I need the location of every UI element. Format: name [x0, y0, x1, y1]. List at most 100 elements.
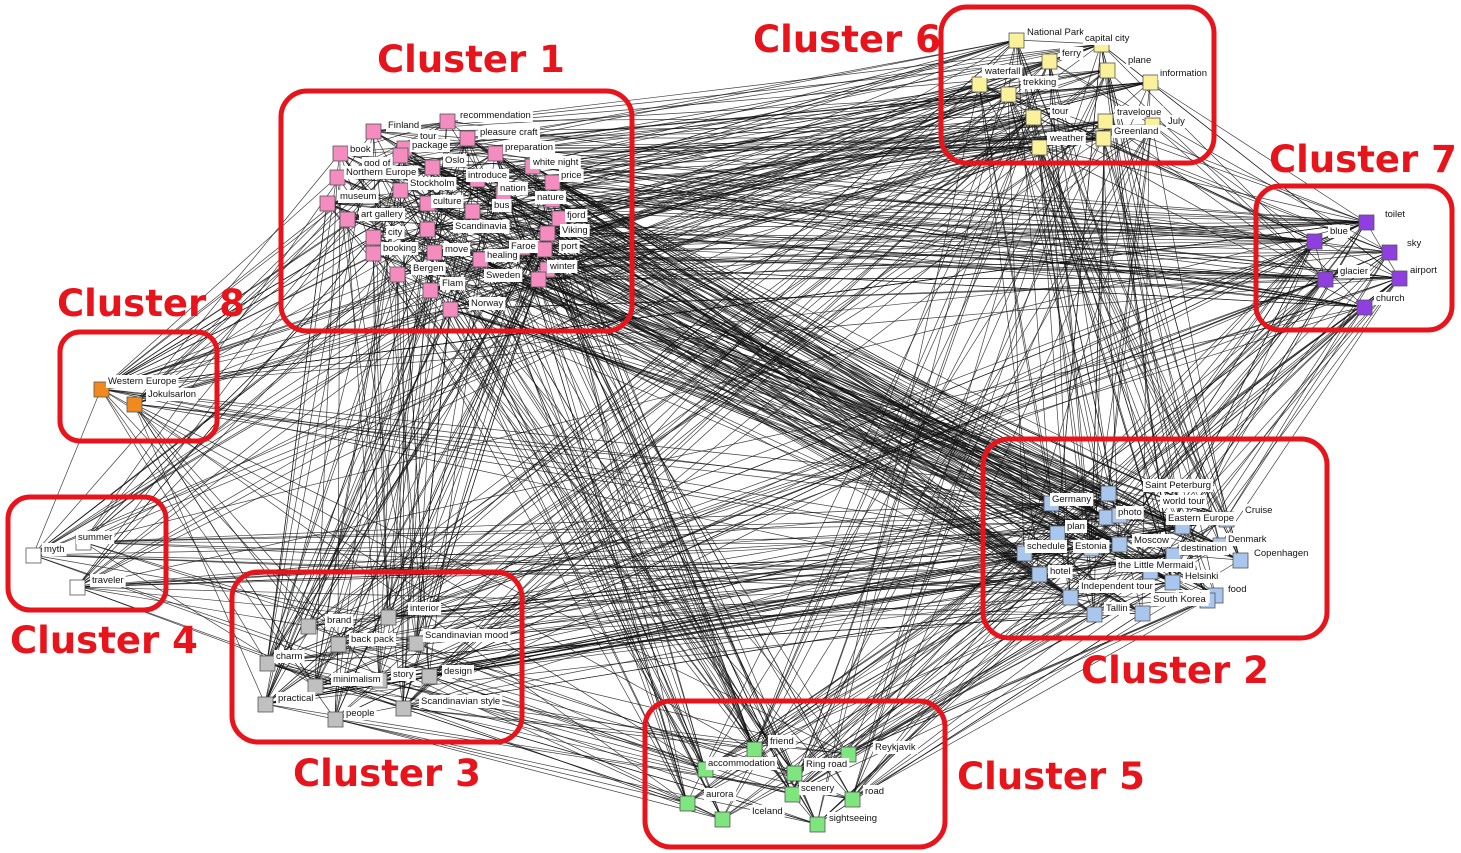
- network-edge: [793, 596, 1071, 774]
- node-marker: [530, 271, 547, 288]
- network-edge: [264, 116, 1034, 705]
- node-label-bg: [547, 260, 578, 273]
- node-label-bg: [1226, 533, 1269, 546]
- network-edge: [76, 60, 1050, 588]
- node-label: fjord: [567, 210, 585, 221]
- node-marker: [329, 169, 346, 186]
- network-edge: [76, 502, 1052, 588]
- node-label-bg: [1158, 67, 1209, 80]
- network-edge: [1107, 124, 1153, 494]
- network-edge: [346, 218, 380, 681]
- network-edge: [76, 586, 309, 627]
- network-edge: [403, 147, 1071, 598]
- network-edge: [334, 146, 1040, 720]
- node-label-bg: [1079, 580, 1155, 593]
- node-label-bg: [1183, 570, 1221, 583]
- node-marker: [714, 811, 731, 828]
- node-label-bg: [478, 126, 540, 139]
- node-label-bg: [146, 388, 199, 401]
- network-edge: [372, 252, 1143, 614]
- node-marker: [327, 711, 344, 728]
- node-marker: [1049, 525, 1066, 542]
- network-edge: [1090, 251, 1390, 549]
- network-edge: [339, 137, 1104, 154]
- cluster-title: Cluster 8: [57, 282, 245, 325]
- node-label: port: [561, 241, 578, 252]
- node-label: South Korea: [1153, 594, 1207, 605]
- network-edge: [721, 547, 1092, 820]
- network-edge: [1181, 221, 1367, 527]
- node-label: Copenhagen: [1254, 548, 1308, 559]
- node-label: schedule: [1027, 541, 1065, 552]
- node-label-bg: [359, 208, 405, 221]
- node-label: information: [1160, 68, 1207, 79]
- network-edge: [426, 228, 1040, 575]
- node-label-bg: [410, 139, 450, 152]
- network-edge: [531, 165, 1221, 546]
- network-edge: [415, 308, 451, 644]
- network-edge: [337, 69, 1108, 645]
- network-edge: [546, 232, 1315, 242]
- network-edge: [372, 130, 430, 677]
- network-edge: [449, 308, 1052, 504]
- node-label: Estonia: [1075, 541, 1107, 552]
- node-label-bg: [344, 166, 419, 179]
- network-edge: [264, 120, 1106, 705]
- network-edge: [494, 152, 1120, 545]
- network-edge: [326, 202, 1326, 280]
- node-label-bg: [408, 177, 457, 190]
- cluster-frame: [980, 436, 1330, 641]
- network-edge: [978, 83, 1227, 520]
- node-label-bg: [1383, 208, 1408, 221]
- node-marker: [1134, 605, 1151, 622]
- cluster-frame: [278, 88, 635, 334]
- network-edge: [266, 218, 348, 664]
- node-label: tour: [420, 131, 436, 142]
- network-edge: [531, 137, 1104, 167]
- node-label: traveler: [92, 575, 124, 586]
- network-edge: [264, 308, 451, 705]
- node-label-bg: [391, 668, 416, 681]
- node-marker: [1000, 86, 1017, 103]
- node-label-bg: [411, 262, 446, 275]
- node-label: Ring road: [806, 759, 847, 770]
- node-label-bg: [338, 190, 379, 203]
- network-edge: [100, 388, 706, 770]
- node-label-bg: [873, 741, 918, 754]
- node-marker: [551, 210, 568, 227]
- node-label: Scandinavia: [455, 221, 507, 232]
- node-label-bg: [535, 191, 566, 204]
- network-edge: [546, 116, 1034, 270]
- node-label-bg: [1060, 47, 1084, 60]
- node-label: Denmark: [1228, 534, 1267, 545]
- network-edge: [100, 246, 523, 390]
- node-marker: [1097, 113, 1114, 130]
- node-marker: [93, 381, 110, 398]
- network-edge: [326, 202, 1120, 545]
- network-edge: [466, 43, 1102, 139]
- cluster-frame: [938, 4, 1217, 166]
- node-label-bg: [443, 243, 471, 256]
- node-label-bg: [90, 574, 126, 587]
- node-label-bg: [1126, 54, 1154, 67]
- network-edge: [372, 252, 1183, 527]
- network-edge: [100, 147, 405, 390]
- node-label: Cruise: [1245, 505, 1272, 516]
- node-label-bg: [559, 240, 580, 253]
- network-edge: [82, 251, 435, 543]
- network-edge: [471, 210, 688, 804]
- node-label: story: [393, 669, 414, 680]
- node-label: capital city: [1085, 33, 1130, 44]
- node-label-bg: [106, 375, 179, 388]
- node-marker: [392, 147, 409, 164]
- node-label: Tallin: [1106, 603, 1128, 614]
- network-edge: [1015, 39, 1241, 561]
- node-label-bg: [1405, 237, 1424, 250]
- network-edge: [471, 137, 1104, 212]
- network-edge: [334, 718, 688, 804]
- network-edge: [334, 248, 545, 720]
- node-label-bg: [276, 692, 316, 705]
- network-edge: [546, 232, 706, 770]
